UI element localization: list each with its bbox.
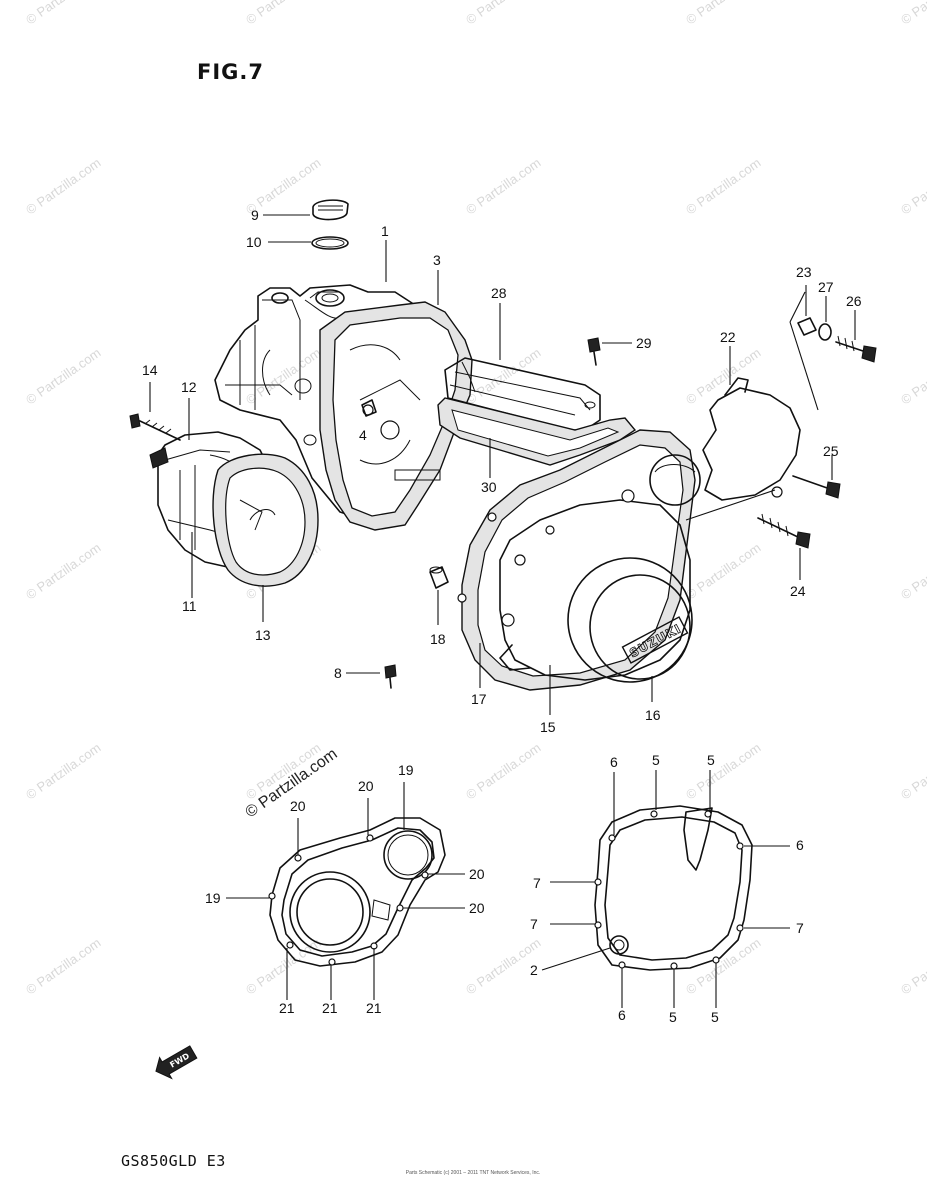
watermark-tile: © Partzilla.com [898,935,927,998]
label-28: 28 [491,285,507,301]
label-10: 10 [246,234,262,250]
label-2: 2 [530,962,538,978]
inset-left-gasket[interactable] [226,782,465,1000]
label-20-right-1: 20 [469,866,485,882]
label-26: 26 [846,293,862,309]
label-14: 14 [142,362,158,378]
label-5-top-a: 5 [652,752,660,768]
label-5-top-b: 5 [707,752,715,768]
dowel-pin-part-4[interactable] [361,399,377,417]
watermark-tile: © Partzilla.com [898,0,927,27]
label-6-top: 6 [610,754,618,770]
label-5-bottom-a: 5 [669,1009,677,1025]
bolt-part-14[interactable] [129,382,181,441]
label-7-left-b: 7 [530,916,538,932]
watermark-tile: © Partzilla.com [898,155,927,218]
label-7-right: 7 [796,920,804,936]
label-12: 12 [181,379,197,395]
watermark-tile: © Partzilla.com [23,740,103,803]
gasket-part-13[interactable] [212,453,319,622]
label-1: 1 [381,223,389,239]
watermark-tile: © Partzilla.com [683,155,763,218]
watermark-tile: © Partzilla.com [23,0,103,27]
watermark-tile: © Partzilla.com [683,540,763,603]
watermark-tile: © Partzilla.com [463,740,543,803]
copyright-notice: Parts Schematic (c) 2001 – 2011 TNT Netw… [405,1170,541,1176]
label-15: 15 [540,719,556,735]
watermark-tile: © Partzilla.com [243,0,323,27]
label-21-b: 21 [322,1000,338,1016]
gasket-part-17[interactable] [457,429,696,691]
label-18: 18 [430,631,446,647]
label-5-bottom-b: 5 [711,1009,719,1025]
screw-part-8[interactable] [346,664,397,689]
sprocket-cover-part-22[interactable] [685,291,819,521]
bolt-part-29[interactable] [587,337,632,366]
label-20-left: 20 [290,798,306,814]
label-6-bottom: 6 [618,1007,626,1023]
label-21-a: 21 [279,1000,295,1016]
oil-filler-cap-part-9[interactable] [263,199,349,221]
bolt-part-24[interactable] [757,513,811,580]
label-27: 27 [818,279,834,295]
generator-cover-part-15[interactable] [499,489,691,715]
dowel-part-18[interactable] [429,566,449,625]
label-4: 4 [359,427,367,443]
inset-right-cover[interactable] [541,770,790,1008]
label-19-top: 19 [398,762,414,778]
label-9: 9 [251,207,259,223]
label-24: 24 [790,583,806,599]
watermark-tile: © Partzilla.com [683,0,763,27]
label-22: 22 [720,329,736,345]
forward-arrow-icon: FWD [155,1045,198,1080]
watermark-tile: © Partzilla.com [23,345,103,408]
label-23: 23 [796,264,812,280]
o-ring-part-10[interactable] [268,236,349,250]
label-6-right: 6 [796,837,804,853]
watermark-tile: © Partzilla.com [243,935,323,998]
label-13: 13 [255,627,271,643]
label-20-top: 20 [358,778,374,794]
watermark-tile: © Partzilla.com [23,540,103,603]
washer-part-27[interactable] [818,296,832,341]
label-19-left: 19 [205,890,221,906]
watermark-tile: © Partzilla.com [898,740,927,803]
label-21-c: 21 [366,1000,382,1016]
watermark-tile: © Partzilla.com [23,155,103,218]
round-cap[interactable] [649,454,701,506]
cover-part-28[interactable] [444,303,601,431]
label-17: 17 [471,691,487,707]
label-8: 8 [334,665,342,681]
label-16: 16 [645,707,661,723]
label-11: 11 [182,598,197,614]
watermark-tile: © Partzilla.com [23,935,103,998]
watermark-tile: © Partzilla.com [463,0,543,27]
watermark-tile: © Partzilla.com [898,345,927,408]
model-code: GS850GLD E3 [121,1152,226,1170]
watermark-tile: © Partzilla.com [683,345,763,408]
spacer-part-23[interactable] [797,285,817,336]
part-labels: 9 10 1 3 28 29 22 23 27 26 14 12 4 30 25… [142,207,862,1025]
figure-title: FIG.7 [197,60,264,84]
watermark-tile: © Partzilla.com [463,155,543,218]
label-25: 25 [823,443,839,459]
label-20-right-2: 20 [469,900,485,916]
label-30: 30 [481,479,497,495]
label-3: 3 [433,252,441,268]
watermark-tile: © Partzilla.com [683,740,763,803]
gasket-part-3[interactable] [319,270,473,531]
label-29: 29 [636,335,652,351]
bolt-part-26[interactable] [835,310,877,363]
bolt-part-25[interactable] [792,455,841,499]
label-7-left-a: 7 [533,875,541,891]
watermark-tile: © Partzilla.com [898,540,927,603]
gasket-part-30[interactable] [437,397,637,478]
